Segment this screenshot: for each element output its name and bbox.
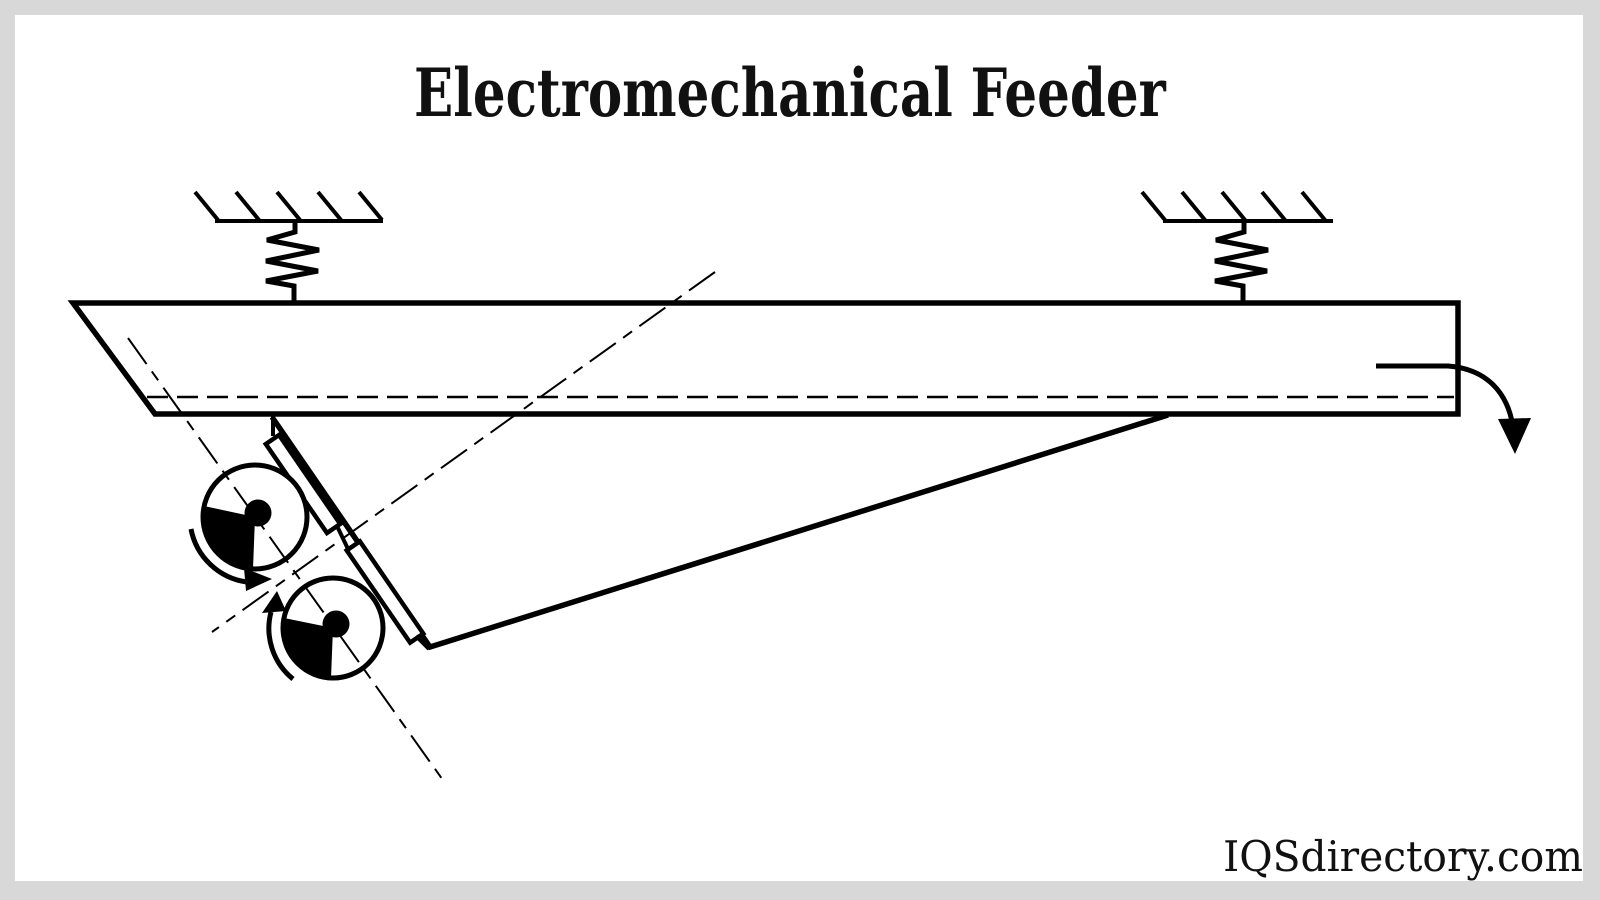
- drive-frame: [269, 412, 1169, 651]
- rotor-shaft-upper: [244, 499, 272, 527]
- motion-direction-arrow-icon: [1376, 363, 1531, 454]
- trough-outline: [67, 300, 1461, 417]
- left-ceiling-mount: [193, 190, 384, 223]
- bracket-stub-bottom: [414, 634, 431, 651]
- page-title: Electromechanical Feeder: [0, 60, 1580, 126]
- right-ceiling-mount: [1140, 190, 1333, 223]
- rotation-arrow-upper-icon: [188, 528, 272, 591]
- hatch-tick: [1140, 190, 1167, 222]
- rotor-axis-centerline: [127, 337, 446, 784]
- hatch-tick: [1300, 190, 1327, 222]
- eccentric-mass-lower: [282, 618, 333, 678]
- hatch-tick: [1260, 190, 1287, 222]
- right-suspension-spring: [1214, 221, 1269, 303]
- hatch-tick: [357, 190, 384, 222]
- eccentric-mass-upper: [202, 506, 255, 569]
- watermark-text: IQSdirectory.com: [1223, 832, 1583, 881]
- hatch-tick: [1180, 190, 1207, 222]
- hatch-tick: [1220, 190, 1247, 222]
- hatch-tick: [275, 190, 302, 222]
- page-title-text: Electromechanical Feeder: [414, 54, 1166, 132]
- hatch-tick: [193, 190, 220, 222]
- rotor-shaft-lower: [322, 610, 350, 638]
- watermark: IQSdirectory.com: [1212, 836, 1583, 878]
- hatch-tick: [316, 190, 343, 222]
- rotation-arrow-lower-icon: [262, 591, 295, 681]
- trough-pan: [67, 300, 1461, 417]
- hatch-tick: [234, 190, 261, 222]
- left-suspension-spring: [265, 221, 320, 303]
